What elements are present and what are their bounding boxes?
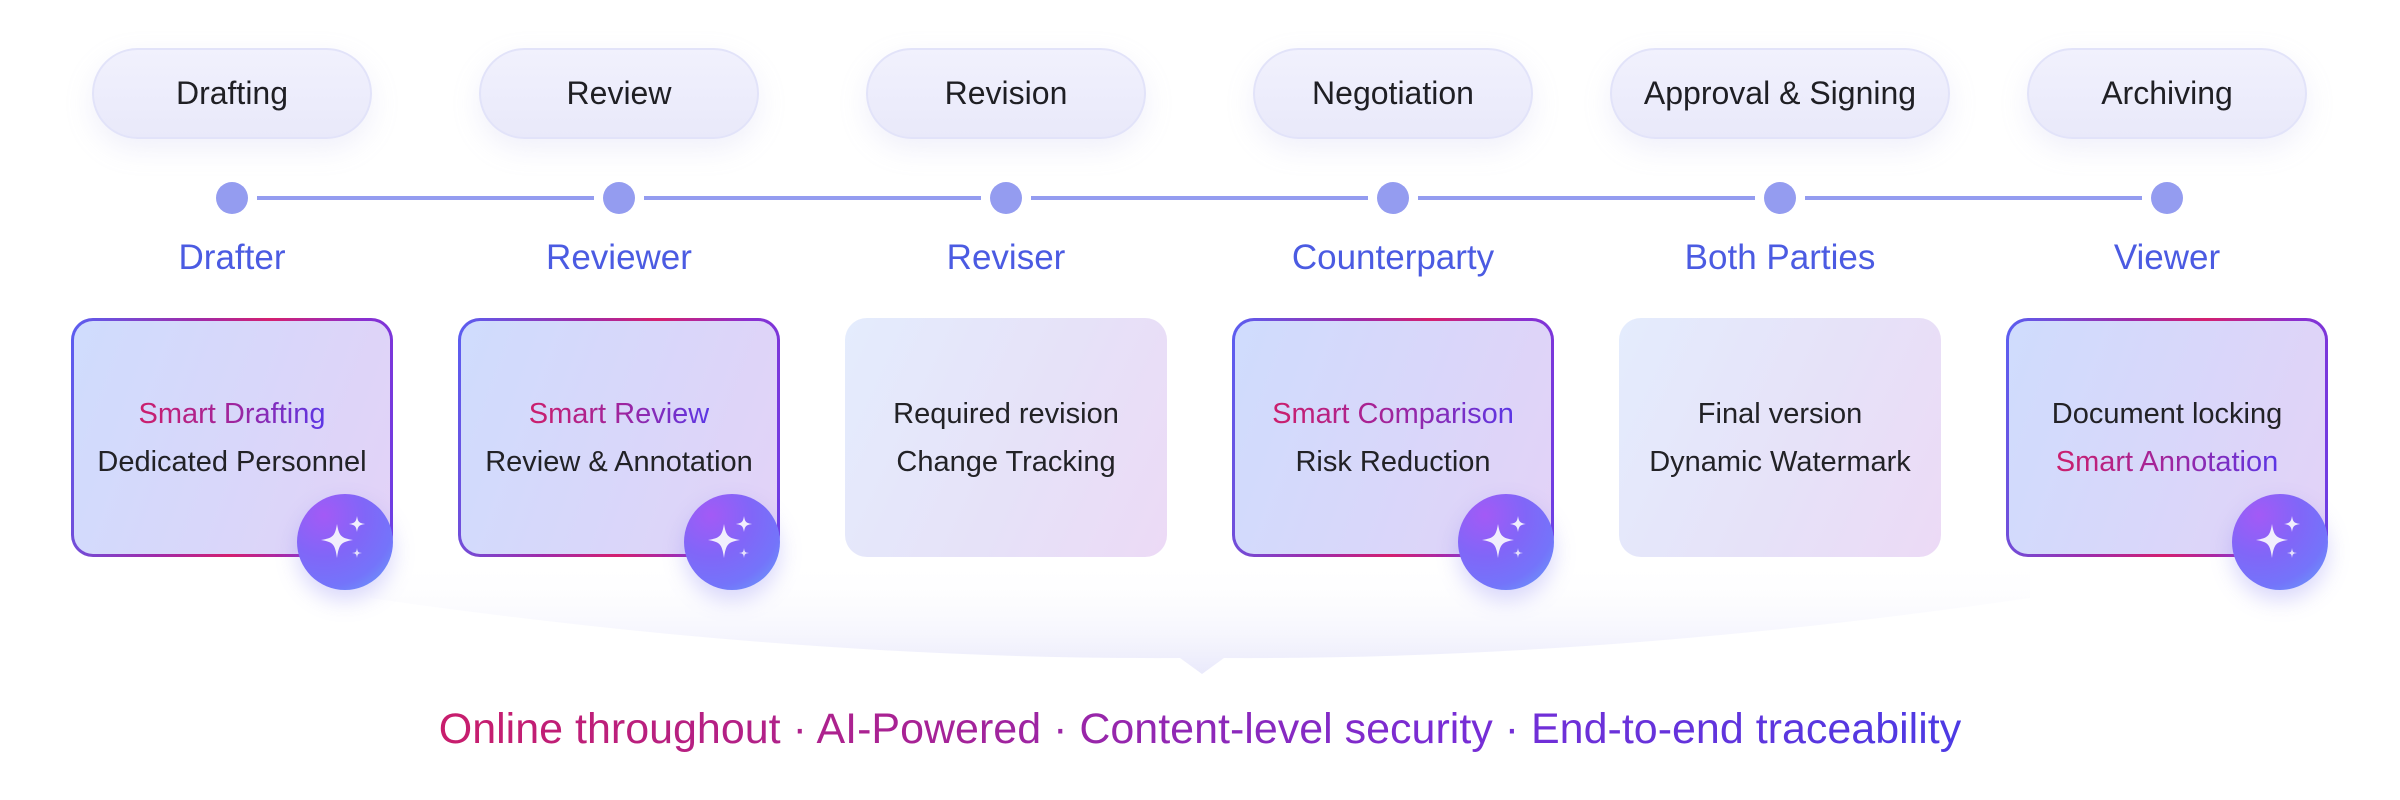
feature-text: Required revision [893,397,1119,430]
feature-text: Document locking [2051,397,2283,430]
timeline-node [2151,182,2183,214]
ai-feature-text: Smart Drafting [138,397,326,430]
ai-badge[interactable] [2232,494,2328,590]
ai-badge[interactable] [1458,494,1554,590]
card-line: Dynamic Watermark [1649,444,1911,480]
role-label: Reviewer [546,238,692,277]
phase-label: Archiving [2101,75,2233,111]
card-line: Review & Annotation [485,444,753,480]
phase-pill-negotiation[interactable]: Negotiation [1253,48,1533,139]
feature-text: Final version [1697,397,1863,430]
ai-feature-text: Smart Annotation [2055,445,2279,478]
card-line: Smart Comparison [1272,396,1514,432]
timeline-connector [1805,196,2142,200]
sparkles-icon [2256,516,2300,558]
feature-text: Risk Reduction [1295,445,1491,478]
card-line: Change Tracking [896,444,1115,480]
tagline: Online throughout · AI-Powered · Content… [0,705,2400,754]
sparkles-icon [321,516,365,558]
ai-feature-text: Smart Review [528,397,710,430]
timeline-connector [644,196,981,200]
ai-badge[interactable] [684,494,780,590]
card-line: Smart Drafting [139,396,326,432]
role-label: Viewer [2113,238,2221,277]
sparkles-icon [1482,516,1526,558]
role-label: Both Parties [1684,238,1876,277]
phase-pill-archiving[interactable]: Archiving [2027,48,2307,139]
phase-label: Approval & Signing [1643,75,1917,111]
feature-text: Dedicated Personnel [97,445,367,478]
feature-text: Review & Annotation [485,445,753,478]
phase-pill-review[interactable]: Review [479,48,759,139]
timeline-node [603,182,635,214]
ai-badge[interactable] [297,494,393,590]
timeline-connector [257,196,594,200]
card-line: Smart Annotation [2056,444,2278,480]
card-line: Final version [1698,396,1862,432]
phase-label: Revision [944,75,1068,111]
feature-text: Dynamic Watermark [1649,445,1911,478]
tagline-text: Online throughout · AI-Powered · Content… [438,705,1962,753]
timeline-connector [1031,196,1368,200]
phase-pill-revision[interactable]: Revision [866,48,1146,139]
phase-label: Negotiation [1312,75,1474,111]
timeline-node [1764,182,1796,214]
feature-text: Change Tracking [896,445,1116,478]
sparkles-icon [708,516,752,558]
phase-label: Drafting [175,75,289,111]
timeline-connector [1418,196,1755,200]
card-line: Document locking [2052,396,2283,432]
card-line: Smart Review [529,396,710,432]
role-label: Counterparty [1291,238,1495,277]
timeline-node [1377,182,1409,214]
role-label: Reviser [946,238,1066,277]
timeline-node [990,182,1022,214]
phase-label: Review [566,75,672,111]
card-line: Required revision [893,396,1119,432]
phase-pill-approval-signing[interactable]: Approval & Signing [1610,48,1950,139]
card-line: Dedicated Personnel [97,444,366,480]
phase-pill-drafting[interactable]: Drafting [92,48,372,139]
ai-feature-text: Smart Comparison [1272,397,1514,430]
role-label: Drafter [178,238,286,277]
timeline-node [216,182,248,214]
card-line: Risk Reduction [1295,444,1490,480]
